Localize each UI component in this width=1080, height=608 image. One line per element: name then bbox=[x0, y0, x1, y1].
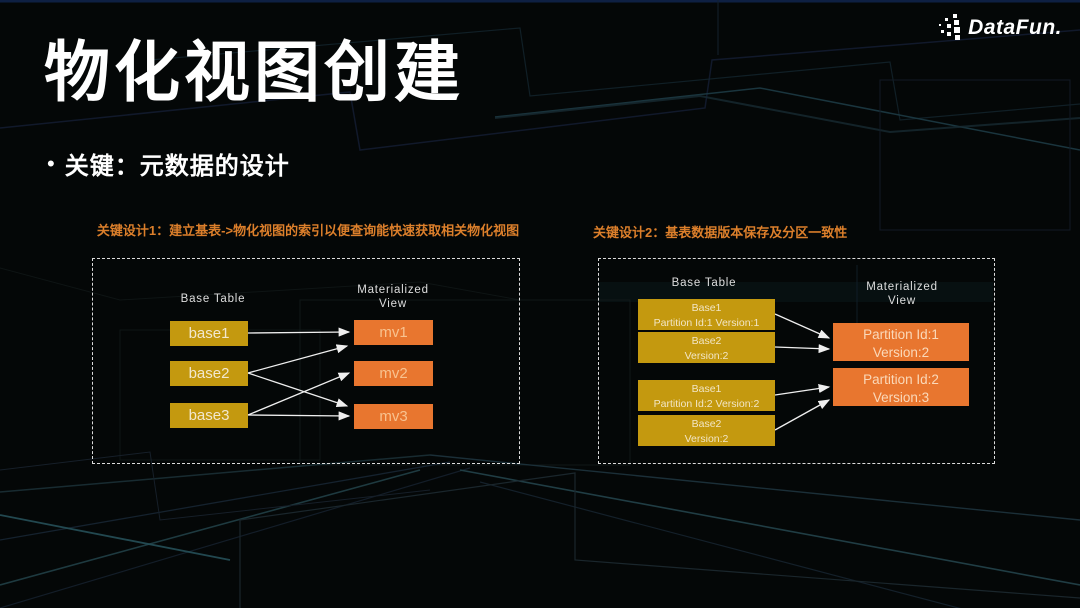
materialized-label-line2: View bbox=[379, 298, 407, 311]
materialized-label-line2: View bbox=[888, 295, 916, 308]
base-table-node: base3 bbox=[170, 403, 248, 428]
base-table-node: Base1 Partition Id:2 Version:2 bbox=[638, 380, 775, 411]
bullet-text: 关键：元数据的设计 bbox=[64, 153, 290, 180]
bullet-marker-icon: • bbox=[47, 150, 55, 176]
node-line1: Base1 bbox=[691, 302, 722, 314]
node-line1: Partition Id:2 bbox=[863, 372, 939, 387]
diagram2-base-table-label: Base Table bbox=[671, 277, 737, 289]
diagram2-container: Base Table Materialized View Base1 Parti… bbox=[598, 258, 995, 464]
bullet-item: • 关键：元数据的设计 bbox=[47, 146, 290, 181]
materialized-view-node: mv3 bbox=[354, 404, 433, 429]
materialized-view-node: Partition Id:2 Version:3 bbox=[833, 368, 969, 406]
materialized-view-node: mv1 bbox=[354, 320, 433, 345]
node-line1: Partition Id:1 bbox=[863, 327, 939, 342]
node-line1: Base1 bbox=[691, 383, 722, 395]
base-table-node: base1 bbox=[170, 321, 248, 346]
logo-dots-icon bbox=[939, 14, 961, 40]
diagram1-arrows bbox=[247, 327, 351, 421]
base-table-node: Base1 Partition Id:1 Version:1 bbox=[638, 299, 775, 330]
section1-heading: 关键设计1：建立基表->物化视图的索引以便查询能快速获取相关物化视图 bbox=[96, 223, 520, 238]
materialized-view-node: mv2 bbox=[354, 361, 433, 386]
datafun-logo: DataFun. bbox=[938, 13, 1062, 43]
diagram2-materialized-view-label: Materialized View bbox=[852, 280, 952, 309]
node-line2: Version:2 bbox=[684, 349, 729, 362]
diagram1-base-table-label: Base Table bbox=[180, 293, 246, 305]
base-table-node: base2 bbox=[170, 361, 248, 386]
materialized-label-line1: Materialized bbox=[357, 284, 429, 296]
diagram2-arrows bbox=[774, 313, 831, 431]
node-line2: Version:3 bbox=[872, 390, 930, 406]
materialized-view-node: Partition Id:1 Version:2 bbox=[833, 323, 969, 361]
node-line1: Base2 bbox=[691, 335, 722, 347]
base-table-node: Base2 Version:2 bbox=[638, 415, 775, 446]
node-line2: Version:2 bbox=[684, 432, 729, 445]
diagram1-materialized-view-label: Materialized View bbox=[343, 283, 443, 312]
node-line1: Base2 bbox=[691, 418, 722, 430]
node-line2: Partition Id:1 Version:1 bbox=[653, 316, 760, 329]
section2-heading: 关键设计2：基表数据版本保存及分区一致性 bbox=[593, 225, 848, 240]
logo-text: DataFun. bbox=[968, 16, 1062, 39]
diagram1-container: Base Table Materialized View base1 base2… bbox=[92, 258, 520, 464]
node-line2: Version:2 bbox=[872, 345, 930, 361]
materialized-label-line1: Materialized bbox=[866, 281, 938, 293]
node-line2: Partition Id:2 Version:2 bbox=[653, 397, 760, 410]
page-title: 物化视图创建 bbox=[44, 35, 464, 109]
base-table-node: Base2 Version:2 bbox=[638, 332, 775, 363]
